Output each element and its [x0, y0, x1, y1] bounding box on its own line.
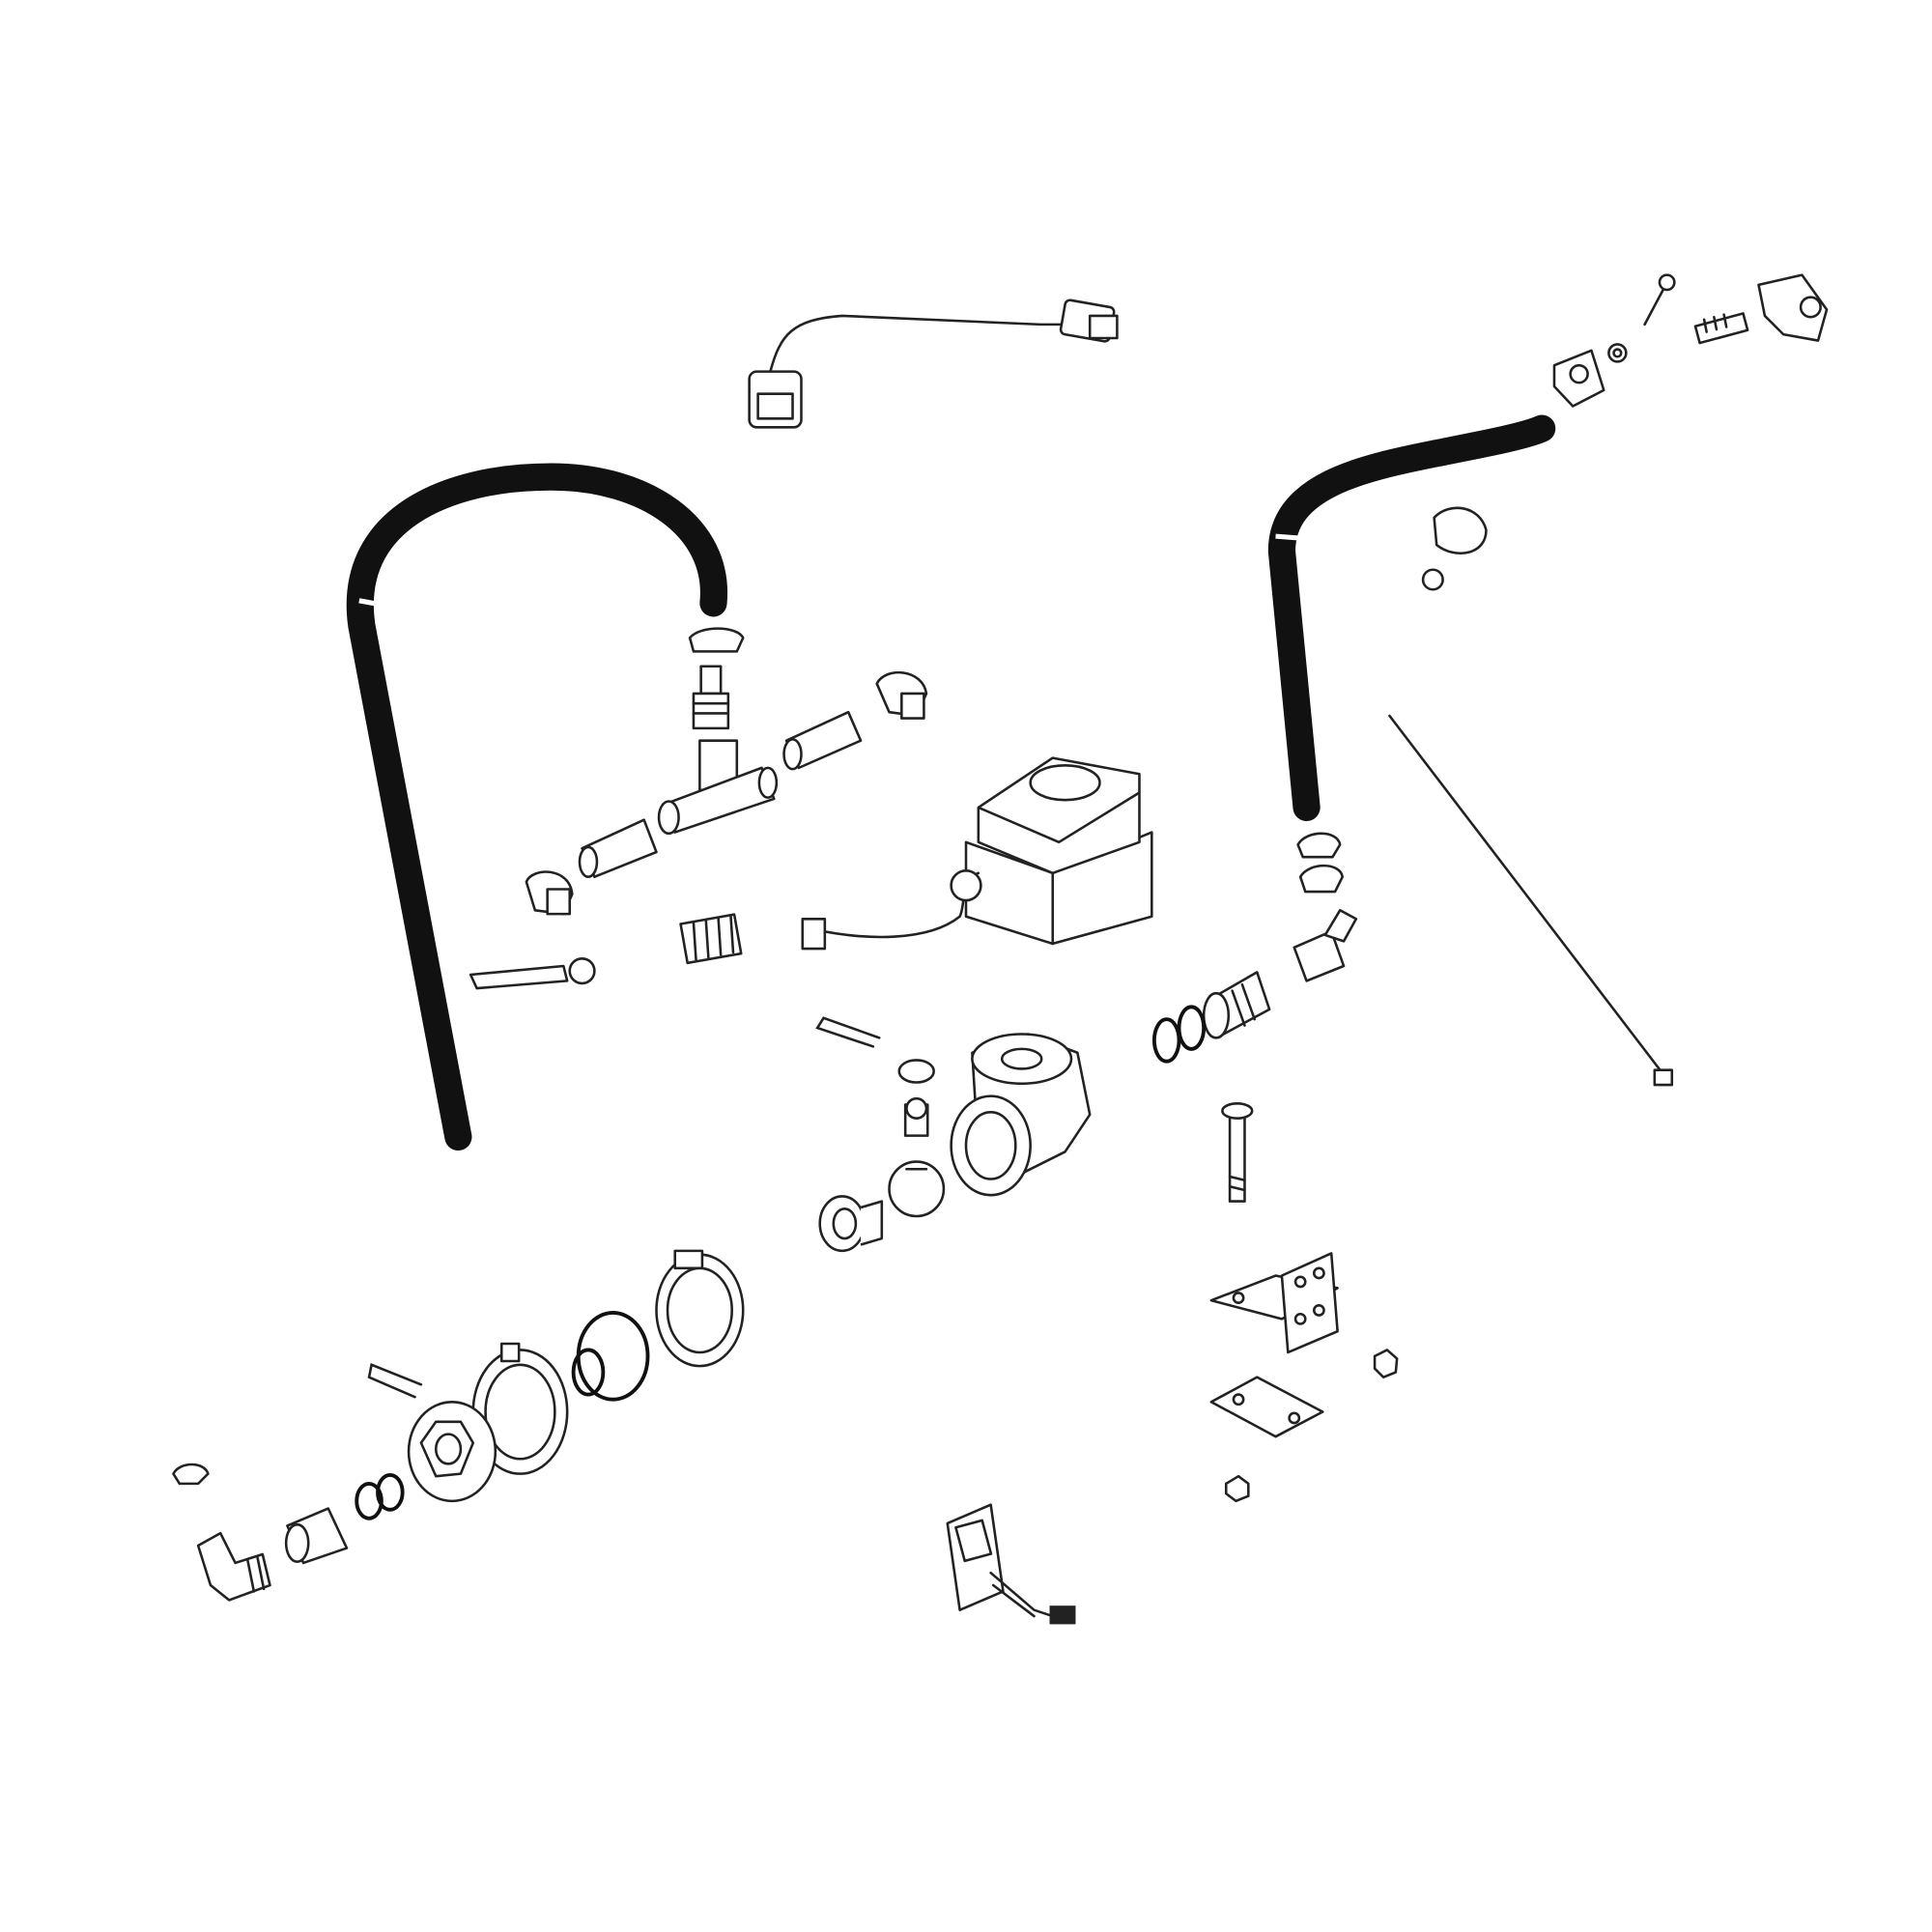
clamp-mid-right — [1421, 506, 1488, 591]
hex-nut-right — [1373, 1349, 1399, 1378]
hose-clamp-pair — [1296, 832, 1345, 894]
valve-stem — [903, 1096, 929, 1137]
right-hose — [1267, 414, 1556, 821]
terminal-pin — [469, 957, 596, 990]
elbow-fitting-left — [196, 1531, 271, 1602]
actuator-motor — [801, 756, 1153, 951]
hose-clamp-small — [688, 627, 745, 653]
left-hose — [346, 463, 728, 1151]
staple-clip-upper — [815, 1016, 881, 1048]
threaded-adapter-left — [284, 1507, 349, 1565]
valve-body — [950, 1033, 1092, 1197]
elbow-hose-barb — [1293, 909, 1358, 982]
wire-harness — [748, 298, 1119, 429]
hose-barb-vertical — [692, 665, 730, 730]
bulkhead-flange — [407, 1401, 497, 1503]
rocker-switch — [946, 1503, 1076, 1625]
washer-top-right — [1607, 343, 1628, 363]
clamp-top-right — [1552, 349, 1605, 408]
staple-clip-lower — [367, 1363, 423, 1399]
connector-terminal-block — [679, 913, 743, 965]
tee-fitting — [657, 739, 779, 836]
elbow-fitting-top-right — [1757, 273, 1829, 342]
o-rings-left — [355, 1473, 405, 1520]
mounting-bracket — [1209, 1252, 1339, 1354]
o-ring-medium — [571, 1348, 606, 1397]
clamp-ring-large — [655, 1249, 745, 1368]
hose-clamp-right — [875, 670, 928, 720]
clamp-ring-front — [471, 1342, 569, 1475]
hose-adapter-left — [578, 818, 658, 878]
hose-clamp-lower-left — [172, 1463, 210, 1486]
threaded-nipple — [1202, 971, 1271, 1039]
hose-barb-top-right — [1693, 312, 1749, 345]
o-rings-right — [1151, 1005, 1207, 1064]
mounting-bolt — [1221, 1102, 1254, 1203]
mounting-plate — [1209, 1376, 1324, 1438]
hex-nut-lower — [1224, 1474, 1250, 1503]
valve-seat — [818, 1195, 884, 1253]
stem-nut — [897, 1059, 935, 1084]
o-ring-large — [576, 1311, 650, 1402]
hose-adapter-right — [782, 710, 863, 771]
bolt-top-right — [1643, 273, 1676, 327]
cable-tie — [1388, 714, 1674, 1087]
valve-ball — [888, 1160, 946, 1218]
hose-clamp-left — [525, 870, 574, 916]
